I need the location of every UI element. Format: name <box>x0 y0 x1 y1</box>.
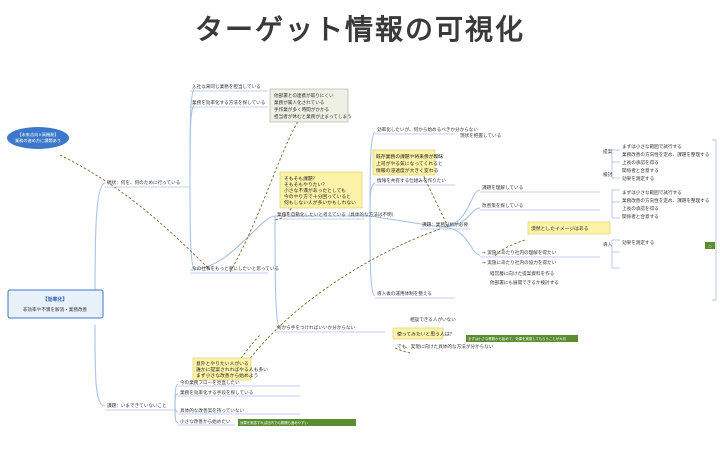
right-chain-top-0[interactable]: 現状を把握している <box>460 132 501 139</box>
yellow-note-small[interactable]: 使ってみたいと思う人は？ <box>392 327 454 340</box>
right-leaf-1[interactable]: 業務改善の方向性を定め、課題を整理する <box>622 151 709 158</box>
green-tag-1-text: 効果を実感すれば社内での展開も進めやすい <box>240 420 308 425</box>
green-tag-0[interactable]: まずは小さな業務から始めて、効果を実感してもらうことが大切 <box>466 335 578 342</box>
right-chain-top-2[interactable]: 改善策を探している <box>482 202 523 209</box>
mid-node-1[interactable]: 効率化したいが、何から始めるべきか分からない <box>377 126 478 133</box>
node-underlines <box>105 90 600 426</box>
right-tag-2[interactable]: 導入 <box>603 241 613 248</box>
blue-note[interactable]: 【未来志向×高機能】 業務の進め方に課題あり <box>7 127 69 149</box>
mid-node-0[interactable]: 業務を自動化したいと考えている（具体的な方法は不明） <box>277 211 396 218</box>
bottom-node-2[interactable]: 具体的な改善案を持っていない <box>180 407 244 414</box>
yellow-center-3: 今のやり方で十分回っていると <box>284 193 351 200</box>
right-chain-mid-0[interactable]: 課題：業務分析が必要 <box>422 221 468 228</box>
yellow-right-1: 上司がやる気になってくれると <box>376 160 443 167</box>
blue-note-line1: 【未来志向×高機能】 <box>17 131 58 138</box>
lower-right-node-2[interactable]: 導入後の運用体制を整える <box>377 290 432 297</box>
yellow-lower-0: 意外とやりたい人がいる <box>196 360 249 367</box>
yellow-lower-1: 誰かに提案されればやる人も多い <box>196 366 268 373</box>
right-leaf-2[interactable]: 上長の承認を得る <box>622 159 659 166</box>
green-tag-0-text: まずは小さな業務から始めて、効果を実感してもらうことが大切 <box>468 336 566 341</box>
right-leaf-9[interactable]: 効果を測定する <box>622 239 654 246</box>
page-title: ターゲット情報の可視化 <box>194 13 525 46</box>
bottom-node-3[interactable]: 小さな改善から始めたい <box>180 418 231 425</box>
yellow-right-0: 既存業務の課題や将来像が曖昧 <box>376 153 443 160</box>
lower-right-node-1[interactable]: 他部署にも展開できるか検討する <box>490 279 559 286</box>
yellow-lower-2: まず小さな改善から始めよう <box>196 372 258 379</box>
yellow-center-2: 小さな不満があったとしても <box>284 187 346 194</box>
right-brackets <box>611 139 717 301</box>
right-chain-top-1[interactable]: 課題を理解している <box>482 184 523 191</box>
yellow-right-2: 情報の浸透度が大きく変わる <box>376 167 439 174</box>
right-leaf-3[interactable]: 関係者と合意する <box>622 167 659 174</box>
right-leaf-6[interactable]: 業務改善の方向性を定め、課題を整理する <box>622 197 709 204</box>
gray-note[interactable]: 他部署との連携が取りにくい 業務が属人化されている 手作業が多く時間がかかる 担… <box>269 88 352 123</box>
yellow-center-4: 何もしない人が多いかもしれない <box>284 199 356 206</box>
right-chain-mid-2[interactable]: → 実施にあたり社内の協力を得たい <box>482 259 557 266</box>
bottom-node-0[interactable]: 今の業務フローを見直したい <box>180 379 240 386</box>
yellow-small-0: 使ってみたいと思う人は？ <box>397 331 454 338</box>
yellow-center-0: そもそも課題？ <box>284 175 317 182</box>
mid-center-node-0[interactable]: 何から手をつければいいか分からない <box>277 324 356 331</box>
lower-right-node-0[interactable]: 経営層に向けた提案資料を作る <box>490 270 554 277</box>
mid-node-2[interactable]: 情報を共有する仕組みを作りたい <box>377 177 446 184</box>
yellow-center-1: そもそもやりたい？ <box>284 181 327 188</box>
gray-note-2: 手作業が多く時間がかかる <box>274 106 329 113</box>
right-leaf-0[interactable]: まずは小さな範囲で試行する <box>622 143 682 150</box>
branch-lower-label[interactable]: 課題：いまできていないこと <box>107 402 167 409</box>
root-node[interactable]: 【効率化】 非効率や不満を解消・業務改善 <box>7 289 104 319</box>
green-tag-1[interactable]: 効果を実感すれば社内での展開も進めやすい <box>238 419 356 426</box>
yellow-note-center[interactable]: そもそも課題？ そもそもやりたい？ 小さな不満があったとしても 今のやり方で十分… <box>279 171 363 209</box>
right-leaf-8[interactable]: 関係者と合意する <box>622 213 659 220</box>
yellow-mid-1[interactable]: でも、実現に向けた具体的な方法が分からない <box>397 343 494 350</box>
blue-note-line2: 業務の進め方に課題あり <box>15 137 61 144</box>
gray-note-1: 業務が属人化されている <box>274 99 324 106</box>
right-leaves: まずは小さな範囲で試行する 業務改善の方向性を定め、課題を整理する 上長の承認を… <box>622 143 709 246</box>
root-line2: 非効率や不満を解消・業務改善 <box>23 306 88 313</box>
upper-node-0[interactable]: 入社以来同じ業務を担当している <box>192 83 261 90</box>
gray-note-3: 担当者が休むと業務が止まってしまう <box>274 113 352 120</box>
upper-node-1[interactable]: 業務を効率化する方法を探している <box>192 99 265 106</box>
right-chain-mid-1[interactable]: → 実施にあたり社内の理解を得たい <box>482 249 557 256</box>
branch-upper-label[interactable]: 現状：何を、何のために行っている <box>107 179 180 186</box>
right-leaf-7[interactable]: 上長の承認を得る <box>622 205 659 212</box>
gray-note-0: 他部署との連携が取りにくい <box>274 92 334 99</box>
yellow-note-mid[interactable]: 漠然としたイメージはある <box>527 221 611 235</box>
yellow-mid-0: 漠然としたイメージはある <box>531 225 589 232</box>
right-leaf-4[interactable]: 効果を測定する <box>622 175 654 182</box>
mid-center-node-1[interactable]: 相談できる人がいない <box>410 316 456 323</box>
flag-text: ○ <box>708 244 712 249</box>
yellow-note-lower[interactable]: 意外とやりたい人がいる 誰かに提案されればやる人も多い まず小さな改善から始めよ… <box>192 357 268 381</box>
upper-node-2[interactable]: 今の仕事をもっと楽にしたいと思っている <box>192 265 279 272</box>
right-leaf-5[interactable]: まずは小さな範囲で試行する <box>622 189 682 196</box>
root-line1: 【効率化】 <box>42 296 67 303</box>
dash-connectors <box>59 117 526 381</box>
yellow-note-right[interactable]: 既存業務の課題や将来像が曖昧 上司がやる気になってくれると 情報の浸透度が大きく… <box>372 149 443 176</box>
right-tag-1[interactable]: 検討 <box>603 171 613 178</box>
bottom-node-1[interactable]: 業務を効率化する手段を探している <box>180 389 253 396</box>
right-tag-0[interactable]: 提案 <box>603 148 613 155</box>
branch-lines <box>94 87 481 424</box>
flag-marker[interactable]: ○ <box>705 242 715 249</box>
